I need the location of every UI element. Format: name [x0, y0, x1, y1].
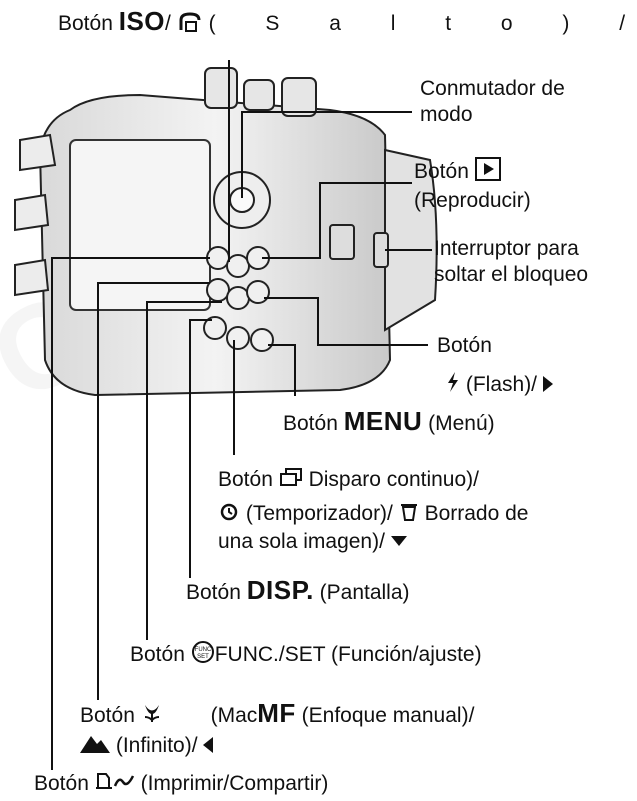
self-timer-icon [218, 500, 240, 529]
label-macro-button: Botón (MacMF (Enfoque manual)/ [80, 700, 474, 731]
mode-switch-line1: Conmutador de [420, 77, 565, 100]
play-prefix: Botón [414, 160, 469, 184]
trash-icon [399, 500, 419, 529]
print-desc: (Imprimir/Compartir) [140, 772, 329, 796]
menu-desc: (Menú) [428, 412, 495, 435]
print-share-icon [95, 770, 135, 799]
macro-prefix: Botón [80, 704, 135, 727]
iso-word: ISO [118, 6, 166, 37]
right-arrow-icon [542, 373, 553, 399]
label-erase-line2: una sola imagen)/ [218, 529, 407, 555]
func-prefix: Botón [130, 643, 185, 667]
label-play-button: Botón (Reproducir) [414, 157, 531, 214]
cont-prefix: Botón [218, 468, 273, 492]
erase-desc: Borrado de [424, 502, 529, 526]
label-disp-button: Botón DISP. (Pantalla) [186, 577, 410, 606]
svg-text:FUNC: FUNC [194, 647, 211, 653]
macro-mf: MF [257, 698, 296, 728]
play-icon [474, 157, 501, 188]
macro-icon [141, 702, 163, 731]
label-lock-release: Interruptor para soltar el bloqueo [434, 236, 588, 288]
svg-text:SET: SET [197, 654, 209, 660]
infinity-desc: (Infinito)/ [115, 734, 198, 758]
label-timer-erase: (Temporizador)/ Borrado de [218, 500, 528, 529]
lock-line1: Interruptor para [434, 237, 579, 260]
label-continuous-button: Botón Disparo continuo)/ [218, 467, 479, 494]
flash-line1: Botón [437, 334, 492, 357]
iso-prefix: Botón [58, 12, 113, 36]
flash-desc: (Flash)/ [465, 373, 538, 397]
iso-rest: ( S a l t o ) / [208, 12, 637, 36]
macro-desc: (Enfoque manual)/ [301, 704, 475, 727]
label-iso-jump-button: Botón ISO/ ( S a l t o ) / [58, 8, 637, 41]
print-prefix: Botón [34, 772, 89, 796]
menu-prefix: Botón [283, 412, 338, 435]
menu-word: MENU [343, 406, 423, 436]
flash-icon [446, 372, 460, 399]
timer-desc: (Temporizador)/ [245, 502, 393, 526]
mode-switch-line2: modo [420, 103, 473, 126]
left-arrow-icon [203, 734, 214, 760]
disp-word: DISP. [246, 575, 314, 605]
disp-prefix: Botón [186, 581, 241, 604]
lock-line2: soltar el bloqueo [434, 263, 589, 286]
cont-desc: Disparo continuo)/ [308, 468, 479, 492]
iso-suffix: / [165, 12, 171, 36]
func-desc: FUNC./SET (Función/ajuste) [214, 643, 482, 667]
label-print-share: Botón (Imprimir/Compartir) [34, 770, 328, 799]
macro-mid: (Mac [210, 704, 258, 727]
label-menu-button: Botón MENU (Menú) [283, 408, 495, 437]
jump-icon [177, 8, 203, 41]
label-mode-switch: Conmutador de modo [420, 76, 565, 128]
label-infinity: (Infinito)/ [80, 733, 214, 760]
disp-desc: (Pantalla) [319, 581, 410, 604]
mountain-icon [80, 733, 110, 760]
label-flash-desc: (Flash)/ [446, 372, 553, 399]
label-flash-button: Botón [437, 333, 492, 359]
continuous-shooting-icon [279, 467, 303, 494]
down-arrow-icon [390, 529, 407, 555]
play-desc: (Reproducir) [414, 189, 531, 212]
erase-line2: una sola imagen)/ [218, 530, 385, 553]
